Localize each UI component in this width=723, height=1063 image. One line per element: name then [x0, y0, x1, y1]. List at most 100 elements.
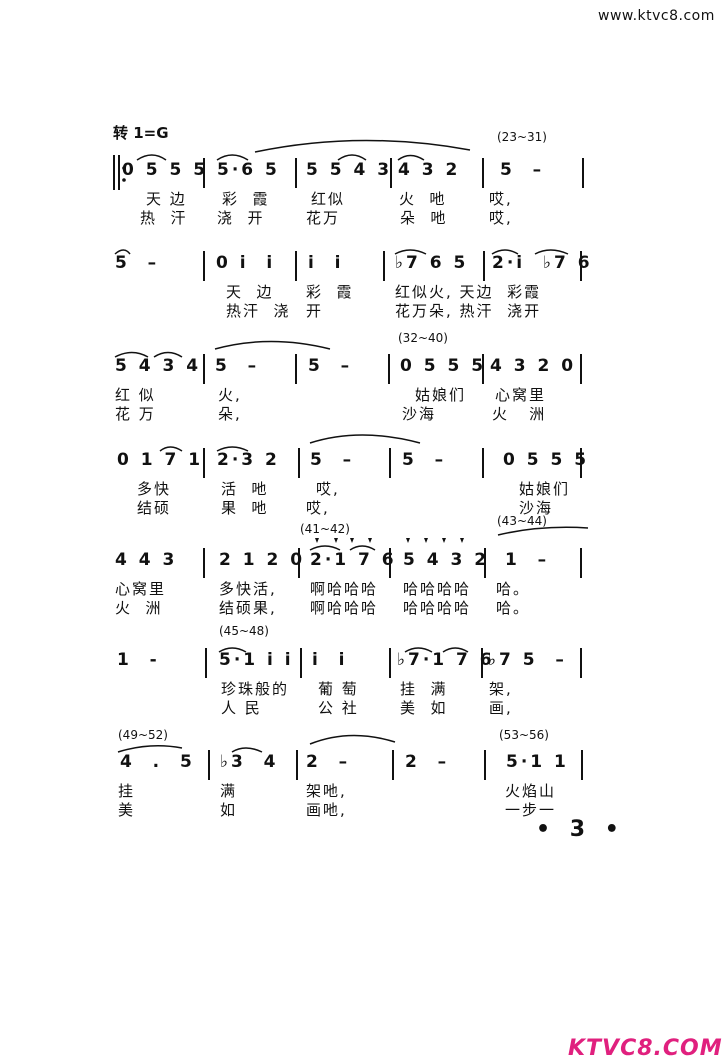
lyric-verse-1: 哎, — [489, 190, 513, 208]
barline — [295, 158, 297, 188]
watermark-top: www.ktvc8.com — [598, 8, 715, 24]
lyric-verse-2: 火 洲 — [492, 405, 547, 423]
barline — [389, 448, 391, 478]
barline — [484, 548, 486, 578]
barline — [203, 354, 205, 384]
lyric-verse-1: 红似 — [311, 190, 346, 208]
barline — [300, 648, 302, 678]
barline — [298, 448, 300, 478]
lyric-verse-1: 葡 萄 — [318, 680, 359, 698]
barline — [389, 648, 391, 678]
lyric-verse-1: 彩 霞 — [222, 190, 270, 208]
lyric-verse-2: 公 社 — [318, 699, 359, 717]
measure-notes: 5 – — [500, 160, 545, 180]
slur — [309, 434, 421, 444]
barline — [295, 354, 297, 384]
lyric-verse-1: 红似火, 天边 彩霞 — [395, 283, 542, 301]
measure-notes: 1 - — [117, 650, 160, 670]
lyric-verse-1: 架吔, — [306, 782, 347, 800]
barline — [580, 251, 582, 281]
lyric-verse-1: 多快活, — [219, 580, 277, 598]
lyric-verse-2: 美 如 — [400, 699, 448, 717]
barline — [203, 448, 205, 478]
measure-notes: 4 . 5 — [120, 752, 195, 772]
measure-range-label: (53~56) — [499, 728, 549, 742]
measure-notes: 5 – — [215, 356, 260, 376]
measure-range-label: (43~44) — [497, 514, 547, 528]
measure-notes: 2·3 2 — [217, 450, 280, 470]
lyric-verse-1: 火, — [218, 386, 242, 404]
barline — [208, 750, 210, 780]
barline — [203, 548, 205, 578]
lyric-verse-1: 天 边 — [146, 190, 187, 208]
lyric-verse-1: 哈哈哈哈 — [403, 580, 472, 598]
measure-notes: ♭7 5 – — [488, 650, 567, 670]
slur — [254, 139, 471, 153]
lyric-verse-1: 活 吔 — [221, 480, 269, 498]
lyric-verse-2: 花万 — [306, 209, 341, 227]
lyric-verse-1: 挂 满 — [400, 680, 448, 698]
barline — [390, 158, 392, 188]
lyric-verse-1: 哈。 — [496, 580, 531, 598]
measure-notes: 5 – — [308, 356, 353, 376]
accent-marks — [315, 538, 464, 543]
lyric-verse-1: 哎, — [316, 480, 340, 498]
barline — [582, 158, 584, 188]
measure-notes: 5 – — [402, 450, 447, 470]
lyric-verse-2: 火 洲 — [115, 599, 163, 617]
lyric-verse-2: 朵 吔 — [400, 209, 448, 227]
measure-notes: 0 1 7 1 — [117, 450, 204, 470]
measure-notes: ♭3 4 — [220, 752, 279, 772]
watermark-bottom: KTVC8.COM — [568, 1036, 723, 1061]
lyric-verse-2: 开 — [306, 302, 324, 320]
lyric-verse-2: 花万朵, 热汗 浇开 — [395, 302, 542, 320]
measure-notes: 1 – — [505, 550, 550, 570]
lyric-verse-2: 如 — [220, 801, 238, 819]
lyric-verse-2: 结硕果, — [219, 599, 277, 617]
lyric-verse-2: 啊哈哈哈 — [310, 599, 379, 617]
lyric-verse-1: 姑娘们 — [519, 480, 571, 498]
measure-notes: 0 5 5 5 — [400, 356, 487, 376]
barline — [482, 158, 484, 188]
barline — [483, 251, 485, 281]
measure-notes: 0 5 5 5 — [503, 450, 590, 470]
lyric-verse-2: 热汗 浇 — [226, 302, 291, 320]
lyric-verse-1: 天 边 — [226, 283, 274, 301]
measure-notes: 4 4 3 — [115, 550, 178, 570]
lyric-verse-2: 人 民 — [221, 699, 262, 717]
measure-notes: 5 – — [115, 253, 160, 273]
lyric-verse-1: 红 似 — [115, 386, 156, 404]
lyric-verse-2: 哎, — [489, 209, 513, 227]
lyric-verse-1: 心窝里 — [115, 580, 167, 598]
lyric-verse-1: 啊哈哈哈 — [310, 580, 379, 598]
measure-notes: 4 3 2 — [398, 160, 461, 180]
measure-notes: 2 – — [306, 752, 351, 772]
slur — [309, 734, 396, 745]
measure-notes: 5 – — [310, 450, 355, 470]
measure-notes: i i — [312, 650, 348, 670]
measure-notes: i i — [308, 253, 344, 273]
barline — [482, 448, 484, 478]
barline — [580, 648, 582, 678]
lyric-verse-2: 画吔, — [306, 801, 347, 819]
lyric-verse-1: 彩 霞 — [306, 283, 354, 301]
barline — [295, 251, 297, 281]
lyric-verse-1: 火焰山 — [505, 782, 557, 800]
slur — [214, 340, 331, 350]
lyric-verse-2: 哈哈哈哈 — [403, 599, 472, 617]
measure-notes: 2·i ♭7 6 — [492, 253, 593, 273]
lyric-verse-2: 沙海 — [519, 499, 554, 517]
slur — [497, 526, 589, 536]
lyric-verse-2: 朵, — [218, 405, 242, 423]
measure-range-label: (41~42) — [300, 522, 350, 536]
measure-notes: 2 – — [405, 752, 450, 772]
lyric-verse-2: 热 汗 — [140, 209, 188, 227]
measure-notes: 2 1 2 0 — [219, 550, 306, 570]
lyric-verse-2: 画, — [489, 699, 513, 717]
lyric-verse-1: 珍珠般的 — [221, 680, 290, 698]
barline — [481, 648, 483, 678]
lyric-verse-2: 花 万 — [115, 405, 156, 423]
lyric-verse-2: 哈。 — [496, 599, 531, 617]
barline — [581, 750, 583, 780]
lyric-verse-2: 哎, — [306, 499, 330, 517]
